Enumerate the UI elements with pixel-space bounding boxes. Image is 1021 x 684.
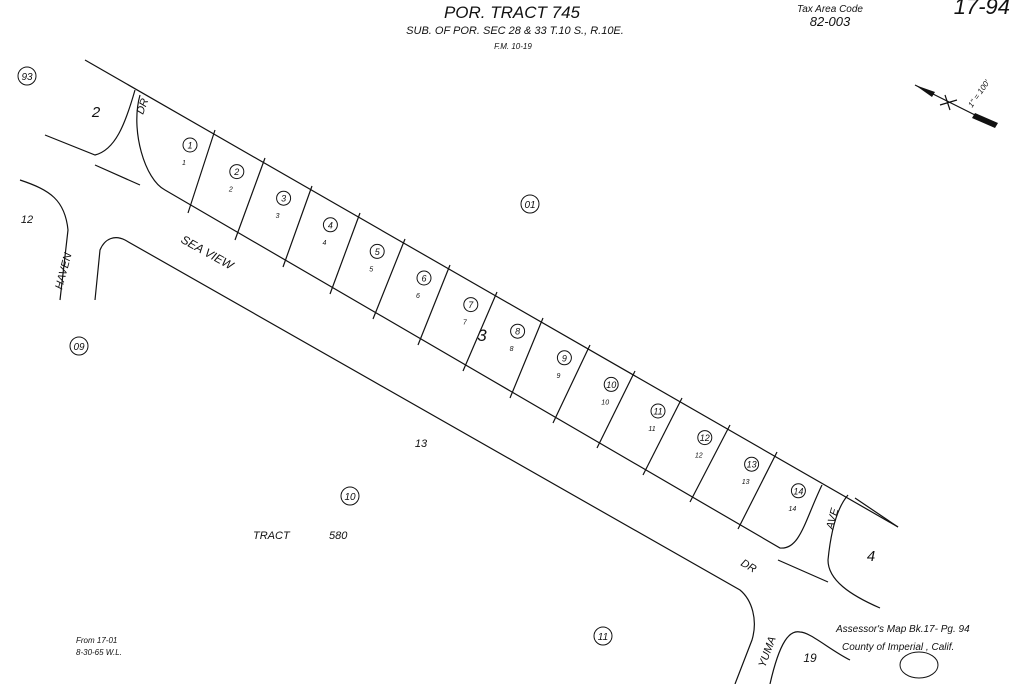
lot-circle: [603, 376, 619, 392]
lot-6[interactable]: 66: [416, 270, 432, 300]
lot-number: 8: [510, 346, 514, 353]
street-dr-right: DR: [739, 557, 759, 575]
lot-number: 11: [648, 426, 655, 433]
tax-area-label: Tax Area Code: [797, 4, 863, 15]
tract-number: 580: [329, 530, 348, 542]
field-map-ref: F.M. 10-19: [494, 42, 532, 51]
street-ave: AVE: [824, 506, 842, 531]
block-4: 4: [867, 548, 875, 565]
lot-9[interactable]: 99: [556, 350, 572, 380]
map-title: POR. TRACT 745: [444, 3, 581, 22]
parcel-01[interactable]: 01: [520, 194, 540, 214]
parcel-93[interactable]: 93: [17, 66, 37, 86]
lot-8[interactable]: 88: [510, 323, 526, 353]
lot-circle: [463, 297, 479, 313]
lot-number: 9: [556, 373, 560, 380]
svg-text:10: 10: [344, 492, 356, 503]
tract-label: TRACT: [253, 530, 291, 542]
lot-4[interactable]: 44: [322, 217, 338, 247]
lot-number: 5: [369, 266, 373, 273]
lot-circled-number: 12: [700, 433, 710, 443]
lot-13[interactable]: 13 13: [742, 456, 760, 486]
lot-13: 13: [415, 438, 428, 450]
lot-circle: [322, 217, 338, 233]
lot-1[interactable]: 11: [182, 137, 198, 167]
lot-circle: [416, 270, 432, 286]
lot-number: 10: [601, 399, 609, 406]
parcel-11[interactable]: 11: [593, 626, 613, 646]
lot-circled-number: 1: [187, 141, 192, 151]
page-number: 17-94: [954, 0, 1010, 19]
lot-circle: [276, 190, 292, 206]
lot-14[interactable]: 14 14: [789, 483, 806, 513]
street-dr-left: DR: [135, 97, 152, 116]
lot-7[interactable]: 77: [463, 297, 479, 327]
lot-number: 6: [416, 293, 420, 300]
parcel-09[interactable]: 09: [69, 336, 89, 356]
lot-circled-number: 4: [328, 220, 333, 230]
svg-text:93: 93: [21, 72, 33, 83]
lot-circle: [697, 430, 713, 446]
lot-11[interactable]: 11 11: [648, 403, 666, 433]
lot-number: 7: [463, 320, 468, 327]
lot-circle: [229, 164, 245, 180]
lot-5[interactable]: 55: [369, 243, 385, 273]
lot-circle: [556, 350, 572, 366]
svg-text:09: 09: [73, 342, 85, 353]
lot-circled-number: 5: [375, 247, 381, 257]
lot-circled-number: 9: [562, 353, 567, 363]
from-ref: From 17-01: [76, 636, 117, 645]
lot-12: 12: [21, 214, 33, 226]
parcel-10[interactable]: 10: [340, 486, 360, 506]
lot-number: 12: [695, 453, 703, 460]
street-haven: HAVEN: [53, 252, 74, 291]
street-sea-view: SEA VIEW: [179, 232, 238, 273]
lot-circled-number: 11: [653, 407, 662, 417]
seal-circle: [899, 651, 939, 679]
lot-circle: [510, 323, 526, 339]
county-label: County of Imperial , Calif.: [842, 642, 954, 653]
assessor-map-ref: Assessor's Map Bk.17- Pg. 94: [835, 624, 970, 635]
lot-circle: [182, 137, 198, 153]
block-3: 3: [477, 326, 487, 345]
lot-19: 19: [803, 651, 817, 665]
tax-area-code: 82-003: [810, 14, 851, 29]
lot-number: 14: [789, 506, 797, 513]
lot-circle: [744, 456, 760, 472]
lot-circled-number: 3: [281, 194, 286, 204]
lot-circled-number: 8: [515, 327, 520, 337]
lot-3[interactable]: 33: [276, 190, 292, 220]
lot-circled-number: 14: [793, 486, 803, 496]
lot-number: 3: [276, 213, 280, 220]
lot-circled-number: 13: [747, 460, 757, 470]
map-date: 8-30-65 W.L.: [76, 648, 122, 657]
lot-number: 1: [182, 160, 186, 167]
scale-label: 1" = 100': [966, 78, 992, 109]
lot-circled-number: 7: [468, 300, 474, 310]
lot-2[interactable]: 22: [228, 164, 245, 194]
lot-number: 2: [228, 187, 233, 194]
lot-dividers: [187, 129, 778, 530]
lot-circled-number: 2: [233, 167, 239, 177]
lot-10[interactable]: 10 10: [601, 376, 619, 406]
svg-text:01: 01: [524, 200, 535, 211]
map-subtitle: SUB. OF POR. SEC 28 & 33 T.10 S., R.10E.: [406, 25, 624, 37]
lot-circle: [650, 403, 666, 419]
lot-circle: [790, 483, 806, 499]
lot-number: 13: [742, 479, 750, 486]
block-lines: [19, 59, 899, 684]
lot-circled-number: 10: [606, 380, 616, 390]
lot-12[interactable]: 12 12: [695, 430, 713, 460]
lot-circled-number: 6: [421, 274, 426, 284]
lot-circle: [369, 243, 385, 259]
svg-text:11: 11: [598, 632, 608, 643]
north-arrow-icon: [914, 84, 998, 128]
lot-number: 4: [322, 240, 326, 247]
block-2: 2: [91, 104, 101, 121]
